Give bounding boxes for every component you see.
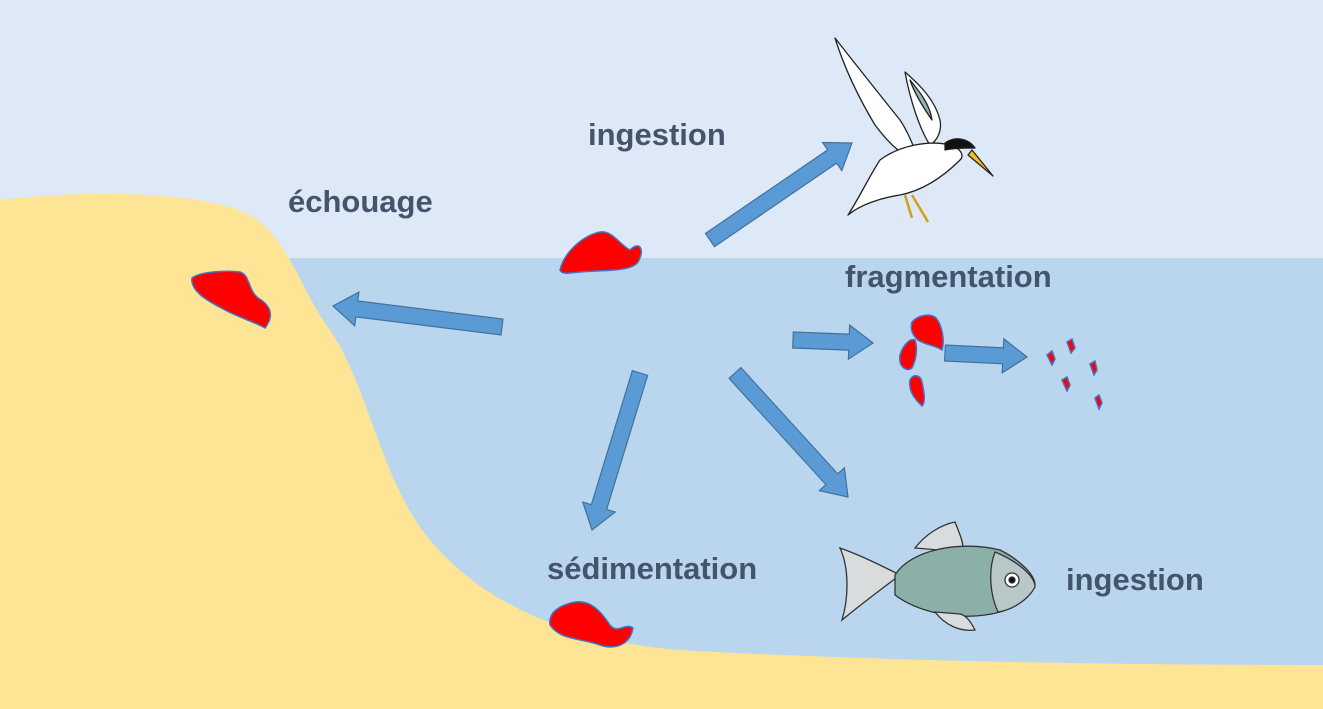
plastic-debris-group	[191, 231, 1103, 648]
arrows	[331, 141, 1029, 531]
plastic-fragment	[899, 338, 918, 371]
plastic-microfragment	[1061, 375, 1071, 393]
label-ingestion-fish: ingestion	[1066, 562, 1204, 597]
plastic-beach	[191, 270, 272, 329]
beach-sand	[0, 193, 1323, 709]
label-stranding: échouage	[288, 184, 433, 219]
label-fragmentation: fragmentation	[845, 259, 1052, 294]
tern-bird-icon	[834, 37, 994, 223]
arrow-to-microfragments	[943, 337, 1029, 374]
arrow-to-fish	[728, 366, 849, 498]
plastic-fragment	[910, 314, 944, 352]
plastic-surface	[559, 231, 642, 274]
plastic-microfragment	[1066, 337, 1076, 355]
arrow-to-fragments	[792, 323, 875, 361]
arrow-to-bird	[704, 141, 853, 248]
plastic-sediment	[549, 601, 634, 648]
fish-icon	[838, 521, 1036, 631]
plastic-microfragment	[1089, 359, 1098, 377]
label-sedimentation: sédimentation	[547, 551, 758, 586]
arrow-to-beach	[331, 291, 504, 336]
plastic-microfragment	[1046, 349, 1056, 367]
label-ingestion-bird: ingestion	[588, 117, 726, 152]
arrow-to-sediment	[581, 369, 649, 531]
plastic-microfragment	[1094, 393, 1103, 411]
plastic-fragment	[908, 375, 926, 408]
